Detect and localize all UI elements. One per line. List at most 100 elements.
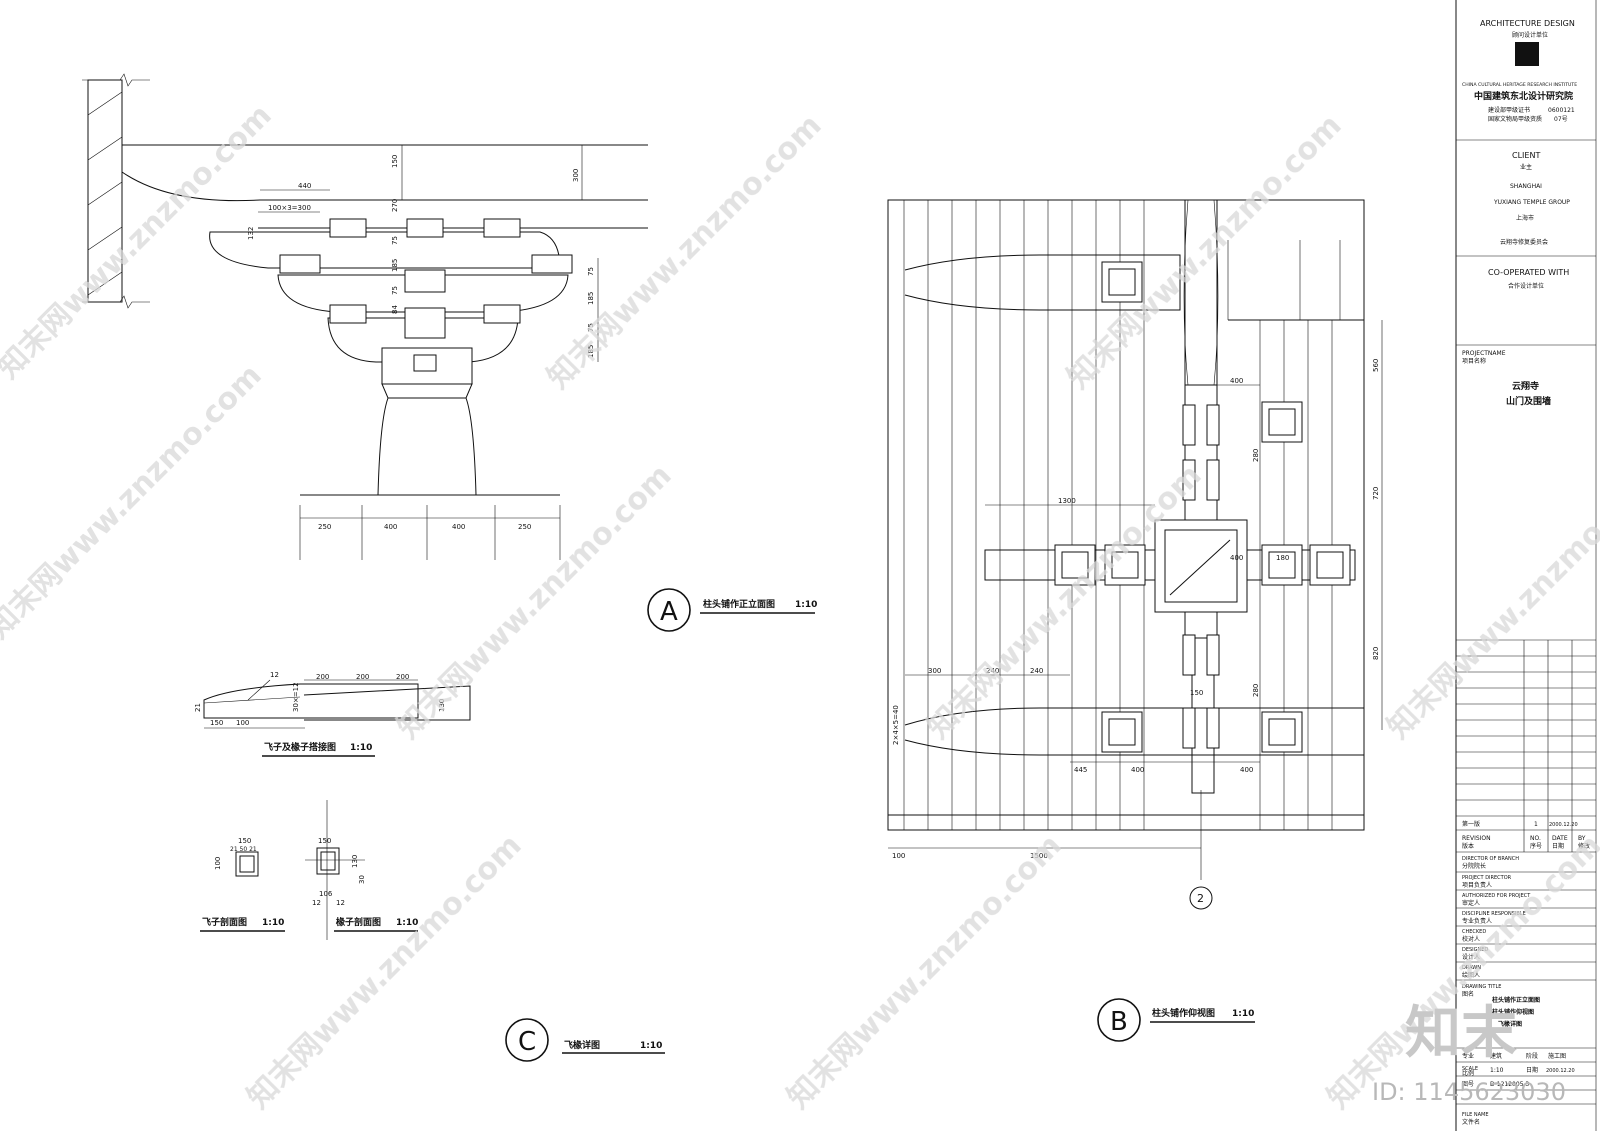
- dim-c-r12a: 12: [312, 899, 321, 907]
- tb-cert-label1: 建设部甲级证书: [1488, 106, 1530, 114]
- tb-project-label: PROJECTNAME: [1462, 350, 1506, 357]
- tb-role-en: DESIGNED: [1462, 947, 1488, 953]
- drawing-c-marker: [505, 1018, 549, 1062]
- dim-a-b400a: 400: [384, 523, 397, 531]
- drawing-c-marker-letter: C: [518, 1027, 536, 1057]
- dim-b-445: 445: [1074, 766, 1087, 774]
- drawing-c-scale: 1:10: [640, 1041, 662, 1051]
- tb-role-en: CHECKED: [1462, 929, 1486, 935]
- dim-c-s150: 150: [238, 837, 251, 845]
- drawing-b-marker-letter: B: [1110, 1007, 1128, 1037]
- dim-c-s100: 100: [214, 857, 222, 870]
- dim-a-300: 300: [572, 169, 580, 182]
- tb-firm-cn: 中国建筑东北设计研究院: [1474, 90, 1573, 102]
- dim-c-150: 150: [210, 719, 223, 727]
- dim-a-270: 270: [391, 199, 399, 212]
- dim-b-240a: 240: [986, 667, 999, 675]
- dim-a-b400b: 400: [452, 523, 465, 531]
- tb-no-label: NO.: [1530, 835, 1541, 842]
- tb-cert-value1: 0600121: [1548, 107, 1575, 114]
- tb-file-label-cn: 文件名: [1462, 1118, 1480, 1126]
- tb-scale-value: 1:10: [1490, 1067, 1504, 1074]
- tb-cert-value2: 07号: [1554, 116, 1568, 123]
- dim-c-200a: 200: [316, 673, 329, 681]
- dim-a-75d: 75: [587, 323, 595, 332]
- drawing-a-marker-letter: A: [660, 597, 678, 627]
- dim-b-280b: 280: [1252, 684, 1260, 697]
- tb-role-en: PROJECT DIRECTOR: [1462, 875, 1512, 881]
- drawing-c-sub1-title: 飞子及椽子搭接图: [264, 741, 336, 753]
- drawing-c-sub2-scale: 1:10: [262, 918, 284, 928]
- dim-b-560: 560: [1372, 359, 1380, 372]
- axis-2-label: 2: [1197, 892, 1204, 905]
- title-block: ARCHITECTURE DESIGN 顾问设计单位 CHINA CULTURA…: [1455, 0, 1597, 1131]
- tb-rev-label-cn: 版本: [1462, 842, 1474, 850]
- dim-c-200b: 200: [356, 673, 369, 681]
- dim-a-185b: 185: [587, 292, 595, 305]
- drawing-c-sub2-title: 飞子剖面图: [202, 916, 247, 928]
- tb-rev-no: 1: [1534, 821, 1538, 828]
- drawing-c-title: 飞椽详图: [564, 1039, 600, 1051]
- axis-2-marker: [1189, 886, 1213, 910]
- tb-firm-en: ARCHITECTURE DESIGN: [1480, 19, 1575, 28]
- tb-scale-label-cn: 比例: [1462, 1069, 1474, 1077]
- dim-c-12: 12: [270, 671, 279, 679]
- dim-b-300: 300: [928, 667, 941, 675]
- tb-client-label-cn: 业主: [1520, 163, 1532, 171]
- dim-c-s21: 21 50 21: [230, 846, 257, 853]
- watermark-text: 知末网www.znzmo.com: [781, 828, 1069, 1116]
- dim-b-400b: 400: [1230, 554, 1243, 562]
- tb-project-name2: 山门及围墙: [1506, 395, 1551, 407]
- watermark-text: 知末网www.znzmo.com: [391, 458, 679, 746]
- dim-a-b250a: 250: [318, 523, 331, 531]
- dim-a-100x3: 100×3=300: [268, 204, 311, 212]
- dim-b-2x4: 2×4×5=40: [892, 705, 900, 745]
- dim-a-75b: 75: [587, 267, 595, 276]
- tb-drawing-title3: 飞椽详图: [1498, 1020, 1522, 1028]
- dim-b-720: 720: [1372, 487, 1380, 500]
- dim-c-100: 100: [236, 719, 249, 727]
- tb-role-cn: 设计人: [1462, 953, 1480, 961]
- drawing-c-sub1-scale: 1:10: [350, 743, 372, 753]
- drawing-b-scale: 1:10: [1232, 1009, 1254, 1019]
- tb-date2-label: 日期: [1526, 1066, 1538, 1074]
- tb-role-en: AUTHORIZED FOR PROJECT: [1462, 893, 1531, 899]
- dim-a-75a: 75: [391, 236, 399, 245]
- tb-project-name1: 云翔寺: [1512, 380, 1539, 392]
- dim-c-130: 130: [438, 699, 446, 712]
- dim-c-30x12: 30×=12: [292, 682, 300, 712]
- dim-b-240b: 240: [1030, 667, 1043, 675]
- tb-date2-value: 2000.12.20: [1546, 1068, 1575, 1074]
- dim-b-400a: 400: [1230, 377, 1243, 385]
- tb-client-en2: YUXIANG TEMPLE GROUP: [1493, 199, 1570, 206]
- tb-client-cn1: 上海市: [1516, 214, 1534, 222]
- tb-role-en: DISCIPLINE RESPONSIBLE: [1462, 911, 1526, 917]
- drawing-b-marker: [1097, 998, 1141, 1042]
- tb-firm-en-sub: 顾问设计单位: [1512, 31, 1548, 39]
- drawing-c-rafters: 12 200 200 200 21 30×=12 130 150 100 飞子及…: [194, 671, 665, 1062]
- tb-phase-label: 阶段: [1526, 1052, 1538, 1060]
- tb-firm-logo: [1515, 42, 1539, 66]
- tb-phase-value: 施工图: [1548, 1052, 1566, 1060]
- watermark-logo: 知末: [1405, 1001, 1517, 1066]
- tb-client-cn2: 云翔寺修复委员会: [1500, 238, 1548, 246]
- tb-role-cn: 项目负责人: [1462, 881, 1492, 889]
- tb-dwgno-label: 图号: [1462, 1081, 1474, 1088]
- dim-a-84: 84: [391, 305, 399, 314]
- tb-dwgno-value: D-1212005.3: [1490, 1081, 1529, 1088]
- tb-drawing-title-label: DRAWING TITLE: [1462, 984, 1501, 990]
- tb-date-label-cn: 日期: [1552, 842, 1564, 850]
- drawing-b-title: 柱头铺作仰视图: [1152, 1007, 1215, 1019]
- dim-b-400c: 400: [1131, 766, 1144, 774]
- tb-rev-label: REVISION: [1462, 835, 1491, 842]
- tb-project-label-cn: 项目名称: [1462, 357, 1486, 365]
- tb-drawing-title1: 柱头铺作正立面图: [1492, 996, 1540, 1004]
- tb-discipline-label: 专业: [1462, 1052, 1474, 1060]
- tb-by-label-cn: 修改: [1578, 842, 1590, 850]
- dim-c-r130: 130: [351, 855, 359, 868]
- watermark-text: 知末网www.znzmo.com: [0, 358, 269, 646]
- tb-role-en: DIRECTOR OF BRANCH: [1462, 856, 1519, 862]
- dim-a-185c: 185: [587, 345, 595, 358]
- tb-cert-label2: 国家文物局甲级资质: [1488, 115, 1542, 123]
